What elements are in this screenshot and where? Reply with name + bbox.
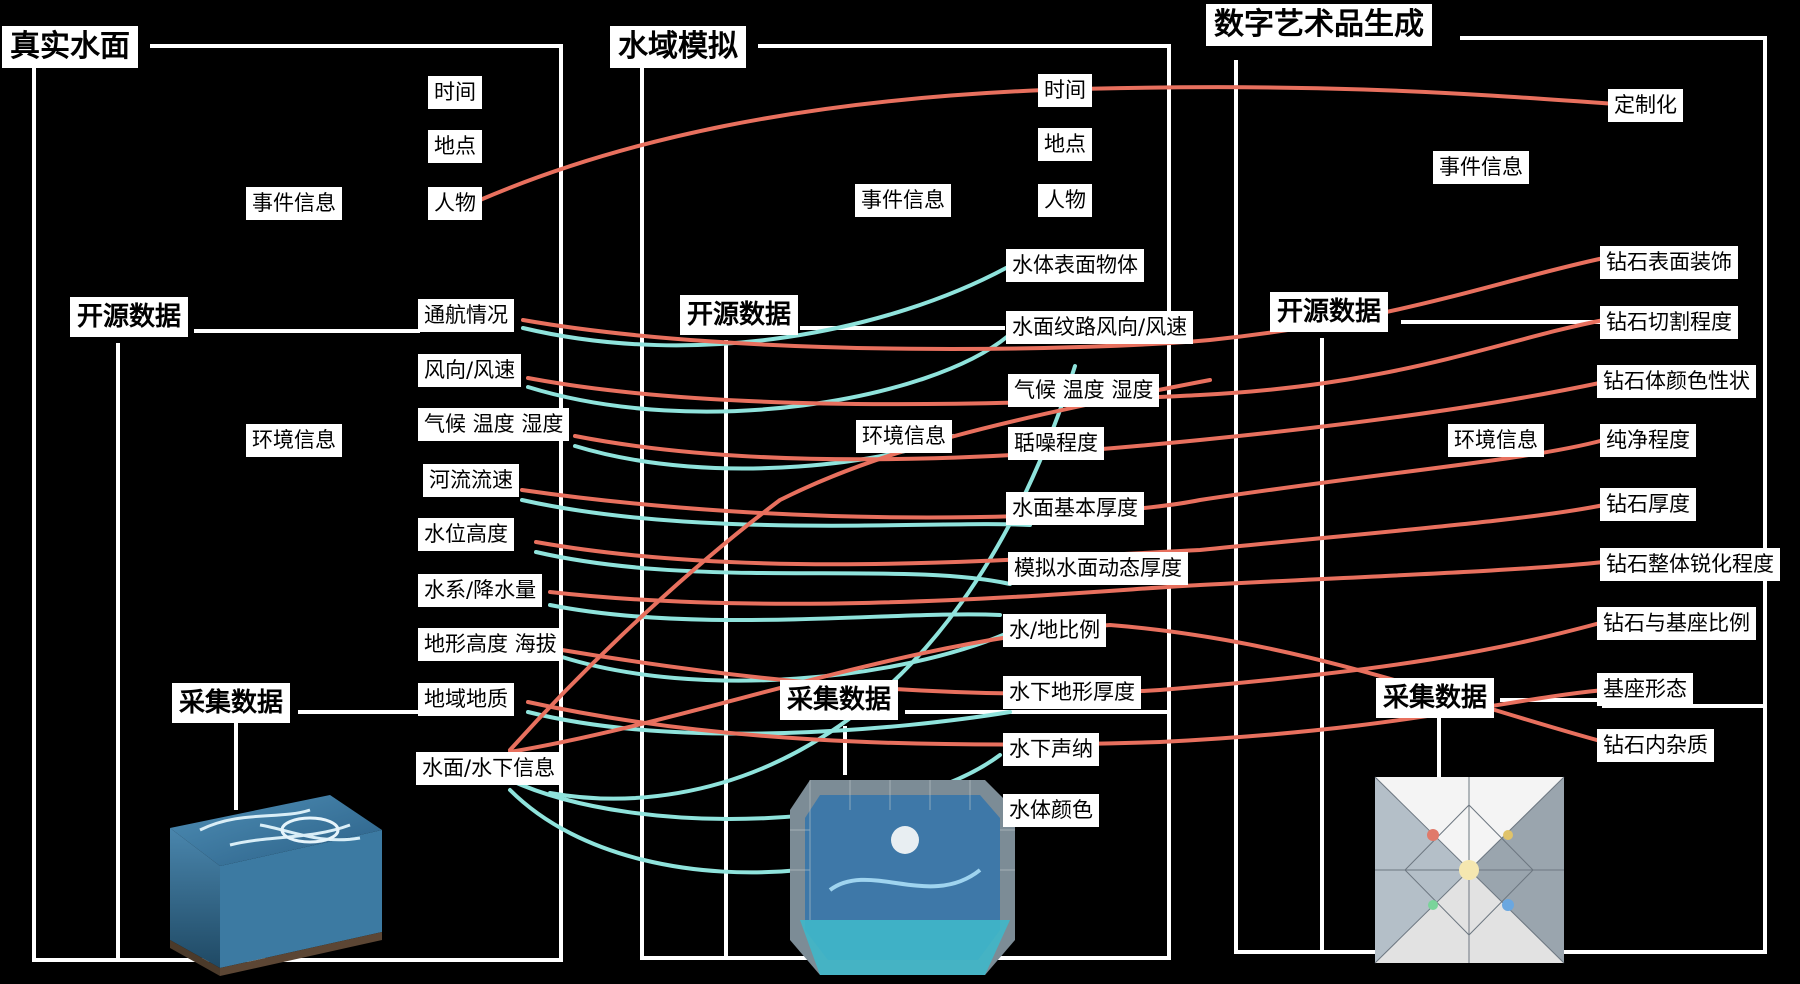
red-link (573, 380, 1606, 462)
open-data-label: 开源数据 (1270, 292, 1389, 332)
env-item: 钻石厚度 (1600, 488, 1696, 521)
collect-data-label: 采集数据 (780, 680, 899, 720)
env-item: 气候 温度 湿度 (418, 408, 570, 441)
red-link (508, 378, 1212, 752)
event-item-custom: 定制化 (1608, 89, 1683, 122)
env-item: 水体颜色 (1003, 794, 1099, 827)
red-link (526, 318, 1606, 407)
env-item: 水下地形厚度 (1003, 676, 1141, 709)
env-item: 水位高度 (418, 518, 514, 551)
env-item: 钻石切割程度 (1600, 306, 1738, 339)
env-item: 钻石体颜色性状 (1597, 365, 1756, 398)
env-item: 水系/降水量 (418, 574, 543, 607)
cyan-link (560, 630, 1012, 683)
cyan-link (521, 266, 1008, 348)
env-item: 基座形态 (1597, 673, 1693, 706)
title-real-water: 真实水面 (2, 26, 138, 68)
env-item: 钻石与基座比例 (1597, 607, 1756, 640)
cyan-link (548, 603, 1002, 623)
event-item-place: 地点 (428, 130, 482, 163)
env-info-group: 环境信息 (1448, 424, 1544, 457)
water-block-image (170, 795, 382, 976)
red-link (548, 560, 1606, 606)
env-item: 钻石内杂质 (1597, 729, 1714, 762)
collect-data-label: 采集数据 (1376, 678, 1495, 718)
open-data-label: 开源数据 (680, 295, 799, 335)
red-link (534, 503, 1606, 567)
env-item: 水下声纳 (1003, 733, 1099, 766)
env-item: 水体表面物体 (1006, 249, 1144, 282)
event-item-person: 人物 (428, 187, 482, 220)
event-item-time: 时间 (428, 76, 482, 109)
event-info-group: 事件信息 (246, 187, 342, 220)
env-item: 地形高度 海拔 (418, 628, 563, 661)
env-item: 通航情况 (418, 299, 514, 332)
cyan-link (520, 498, 1032, 528)
diamond-image (1374, 776, 1565, 964)
cyan-link (508, 788, 802, 875)
env-item: 河流流速 (423, 464, 519, 497)
env-item: 地域地质 (418, 683, 514, 716)
red-link (520, 438, 1606, 520)
open-data-label: 开源数据 (70, 297, 189, 337)
cyan-link (526, 334, 1010, 414)
env-info-group: 环境信息 (856, 420, 952, 453)
env-item: 纯净程度 (1600, 424, 1696, 457)
title-digital-art: 数字艺术品生成 (1206, 4, 1432, 46)
cyan-link (534, 550, 1012, 586)
collect-data-label: 采集数据 (172, 683, 291, 723)
env-item: 气候 温度 湿度 (1008, 374, 1160, 407)
title-water-sim: 水域模拟 (610, 26, 746, 68)
cyan-link (526, 710, 1012, 736)
event-item-place: 地点 (1038, 128, 1092, 161)
event-item-person: 人物 (1038, 184, 1092, 217)
event-info-group: 事件信息 (1433, 151, 1529, 184)
event-info-group: 事件信息 (855, 184, 951, 217)
water-tank-image (790, 780, 1015, 975)
env-item: 钻石整体锐化程度 (1600, 548, 1780, 581)
env-info-group: 环境信息 (246, 424, 342, 457)
event-item-time: 时间 (1038, 74, 1092, 107)
env-item: 模拟水面动态厚度 (1008, 552, 1188, 585)
env-item: 钻石表面装饰 (1600, 246, 1738, 279)
env-item: 水面基本厚度 (1006, 492, 1144, 525)
red-link (560, 621, 1602, 696)
env-item: 聒噪程度 (1008, 427, 1104, 460)
env-item: 水面/水下信息 (416, 752, 562, 785)
env-item: 风向/风速 (418, 354, 522, 387)
env-item: 水面纹路风向/风速 (1006, 311, 1194, 344)
env-item: 水/地比例 (1003, 614, 1107, 647)
